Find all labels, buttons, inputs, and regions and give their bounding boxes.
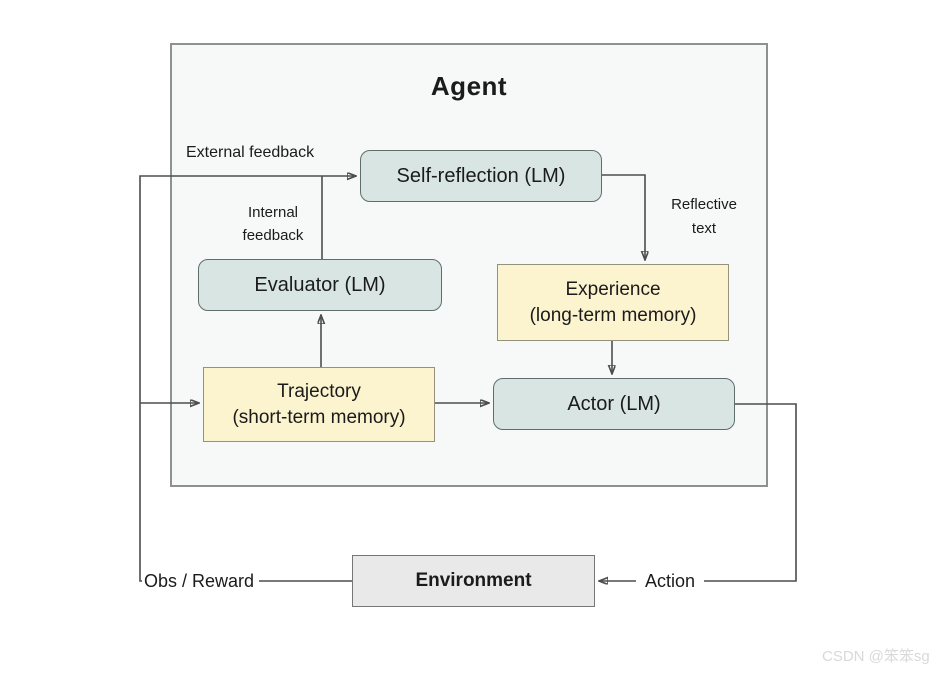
watermark: CSDN @笨笨sg — [822, 648, 930, 665]
node-experience-line1: Experience — [565, 278, 661, 300]
node-experience: Experience (long-term memory) — [497, 264, 729, 341]
label-internal-feedback: Internal feedback — [228, 201, 318, 247]
label-external-feedback: External feedback — [186, 144, 315, 161]
node-experience-line2: (long-term memory) — [529, 304, 697, 326]
label-internal-feedback-line2: feedback — [242, 227, 304, 244]
node-trajectory: Trajectory (short-term memory) — [203, 367, 435, 442]
node-trajectory-line1: Trajectory — [277, 380, 361, 402]
node-self-reflection-label: Self-reflection (LM) — [396, 165, 566, 187]
label-reflective-text-line2: text — [691, 220, 717, 237]
node-environment: Environment — [352, 555, 595, 607]
label-obs-reward: Obs / Reward — [142, 570, 260, 592]
agent-title: Agent — [430, 71, 508, 101]
arrow-self-reflection-to-experience — [602, 174, 645, 260]
label-reflective-text: Reflective text — [654, 193, 754, 241]
label-internal-feedback-line1: Internal — [247, 204, 299, 221]
label-reflective-text-line1: Reflective — [671, 196, 737, 213]
node-evaluator: Evaluator (LM) — [198, 259, 442, 311]
node-environment-label: Environment — [415, 570, 532, 591]
node-actor: Actor (LM) — [493, 378, 735, 430]
node-actor-label: Actor (LM) — [567, 393, 661, 415]
arrow-actor-to-environment — [599, 403, 797, 581]
label-action: Action — [636, 570, 705, 592]
node-evaluator-label: Evaluator (LM) — [254, 274, 386, 296]
node-self-reflection: Self-reflection (LM) — [360, 150, 602, 202]
node-trajectory-line2: (short-term memory) — [232, 406, 406, 428]
